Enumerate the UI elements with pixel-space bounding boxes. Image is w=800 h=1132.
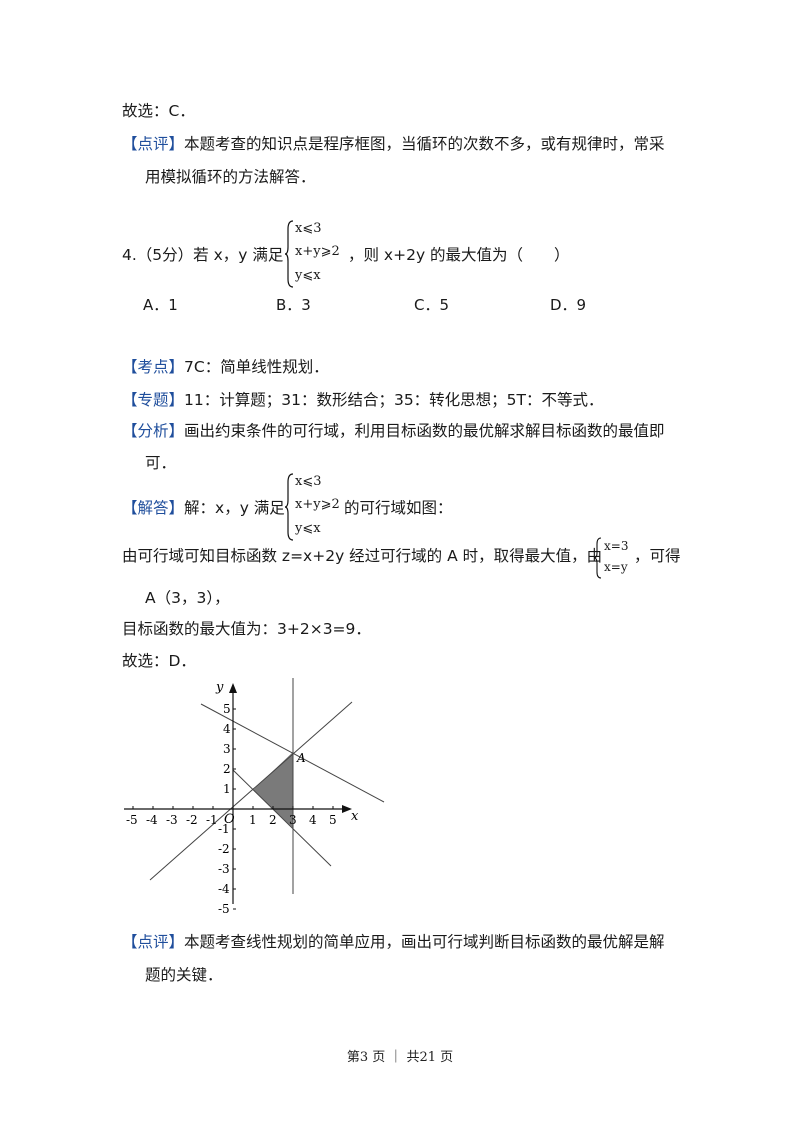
solve-system: x=3 x=y <box>594 537 644 581</box>
y-tick-label: -5 <box>218 902 230 916</box>
conclusion-c: 故选：C． <box>122 102 195 120</box>
solution-constraint-2: x+y⩾2 <box>295 497 340 512</box>
x-tick-label: -4 <box>146 813 158 827</box>
comment-text-1: 本题考查的知识点是程序框图，当循环的次数不多，或有规律时，常采 <box>184 135 665 153</box>
origin-label: O <box>224 812 235 827</box>
x-tick-label: 5 <box>329 813 337 827</box>
x-tick-label: 3 <box>289 813 297 827</box>
x-tick-label: -1 <box>206 813 218 827</box>
question-stem-suffix: ，则 x+2y 的最大值为（ ） <box>348 246 570 264</box>
solution-constraint-3: y⩽x <box>295 521 321 536</box>
x-tick-label: -5 <box>126 813 138 827</box>
fenxi-line-2: 可． <box>145 454 177 472</box>
line-x-plus-y-equals-2 <box>232 769 332 867</box>
solve-prefix: 由可行域可知目标函数 z=x+2y 经过可行域的 A 时，取得最大值，由 <box>122 547 603 565</box>
constraint-1: x⩽3 <box>295 221 322 236</box>
option-d: D．9 <box>550 296 587 314</box>
y-tick-label: 4 <box>223 722 231 736</box>
left-brace-icon <box>285 220 294 288</box>
kaodian-line: 【考点】7C：简单线性规划． <box>122 356 329 378</box>
objective-line <box>200 703 385 803</box>
y-tick-label: -1 <box>218 822 230 836</box>
solution-constraint-1: x⩽3 <box>295 474 322 489</box>
comment-line-1: 【点评】本题考查的知识点是程序框图，当循环的次数不多，或有规律时，常采 <box>122 133 665 155</box>
page-footer: 第3 页 ｜ 共21 页 <box>346 1050 454 1065</box>
x-tick-label: -2 <box>186 813 198 827</box>
zhuanti-line: 【专题】11：计算题；31：数形结合；35：转化思想；5T：不等式． <box>122 389 604 411</box>
zhuanti-tag: 【专题】 <box>122 391 185 409</box>
x-axis-label: x <box>351 809 359 824</box>
jieda-suffix: 的可行域如图： <box>344 499 453 517</box>
constraint-3: y⩽x <box>295 268 321 283</box>
left-brace-icon <box>594 537 602 579</box>
kaodian-text: 7C：简单线性规划． <box>184 358 329 376</box>
y-tick-label: -3 <box>218 862 230 876</box>
jieda-prefix: 解：x，y 满足 <box>184 499 285 517</box>
kaodian-tag: 【考点】 <box>122 358 185 376</box>
point-a-label: A <box>296 751 306 765</box>
y-tick-label: -4 <box>218 882 230 896</box>
option-c: C．5 <box>414 296 450 314</box>
question-stem-prefix: 4.（5分）若 x，y 满足 <box>122 246 284 264</box>
y-tick-label: 1 <box>223 782 231 796</box>
comment-line-2: 用模拟循环的方法解答． <box>145 168 316 186</box>
fenxi-tag: 【分析】 <box>122 422 185 440</box>
constraint-2: x+y⩾2 <box>295 244 340 259</box>
x-tick-label: 4 <box>309 813 317 827</box>
solution-constraint-system: x⩽3 x+y⩾2 y⩽x <box>285 472 345 544</box>
solve-eq-1: x=3 <box>604 539 629 553</box>
y-tick-label: 2 <box>223 762 231 776</box>
x-tick-label: 1 <box>249 813 257 827</box>
x-tick-label: 2 <box>269 813 277 827</box>
solve-eq-2: x=y <box>604 560 628 574</box>
max-value-line: 目标函数的最大值为：3+2×3=9． <box>122 620 371 638</box>
jieda-tag: 【解答】 <box>122 499 185 517</box>
option-a: A．1 <box>143 296 178 314</box>
fenxi-text-1: 画出约束条件的可行域，利用目标函数的最优解求解目标函数的最值即 <box>184 422 665 440</box>
y-axis-label: y <box>215 680 224 695</box>
comment2-line-2: 题的关键． <box>145 966 223 984</box>
y-tick-label: 5 <box>223 702 231 716</box>
point-a-line: A（3，3）， <box>145 589 230 607</box>
y-tick-label: 3 <box>223 742 231 756</box>
jieda-line: 【解答】解：x，y 满足 <box>122 497 285 519</box>
left-brace-icon <box>285 473 294 541</box>
solve-suffix: ，可得 <box>634 547 681 565</box>
option-b: B．3 <box>276 296 311 314</box>
comment2-tag: 【点评】 <box>122 933 185 951</box>
question-constraint-system: x⩽3 x+y⩾2 y⩽x <box>285 219 345 291</box>
line-y-equals-x <box>149 701 353 881</box>
comment2-line-1: 【点评】本题考查线性规划的简单应用，画出可行域判断目标函数的最优解是解 <box>122 931 665 953</box>
comment2-text-1: 本题考查线性规划的简单应用，画出可行域判断目标函数的最优解是解 <box>184 933 665 951</box>
comment-tag: 【点评】 <box>122 135 185 153</box>
y-axis-arrow-icon <box>229 683 237 693</box>
zhuanti-text: 11：计算题；31：数形结合；35：转化思想；5T：不等式． <box>184 391 604 409</box>
y-tick-label: -2 <box>218 842 230 856</box>
x-tick-label: -3 <box>166 813 178 827</box>
fenxi-line-1: 【分析】画出约束条件的可行域，利用目标函数的最优解求解目标函数的最值即 <box>122 420 665 442</box>
x-axis-arrow-icon <box>342 805 352 813</box>
conclusion-d: 故选：D． <box>122 652 196 670</box>
